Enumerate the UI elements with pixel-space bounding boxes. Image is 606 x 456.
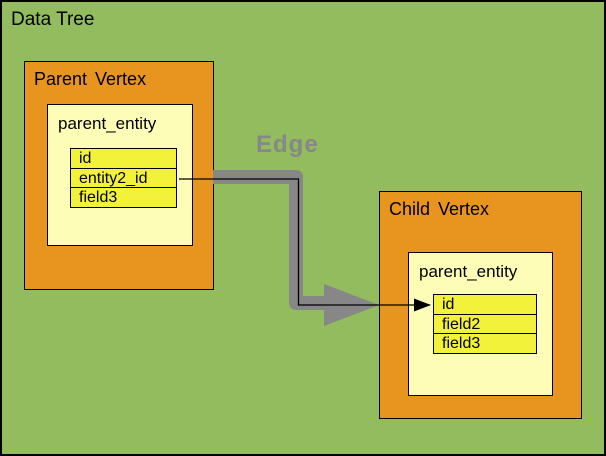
field-row-field3: field3 [70,187,177,209]
edge-label: Edge [256,131,319,158]
field-row-field2: field2 [433,313,537,335]
parent-vertex-box: Parent Vertex parent_entity id entity2_i… [24,61,214,290]
edge-gray-path [213,170,326,310]
edge-gray-arrowhead-icon [324,284,379,326]
field-row-id: id [433,294,537,315]
parent-vertex-label: Parent Vertex [34,69,147,89]
child-entity-fields: id field2 field3 [433,294,537,355]
child-entity-box: parent_entity id field2 field3 [408,252,553,396]
child-vertex-label: Child Vertex [389,199,490,219]
child-vertex-box: Child Vertex parent_entity id field2 fie… [379,191,582,419]
parent-entity-box: parent_entity id entity2_id field3 [47,104,193,246]
parent-entity-title: parent_entity [58,114,157,133]
parent-entity-fields: id entity2_id field3 [70,148,177,209]
diagram-title: Data Tree [11,9,95,30]
child-entity-title: parent_entity [419,262,518,281]
field-row-entity2-id: entity2_id [70,167,177,189]
field-row-field3: field3 [433,333,537,355]
field-row-id: id [70,148,177,169]
